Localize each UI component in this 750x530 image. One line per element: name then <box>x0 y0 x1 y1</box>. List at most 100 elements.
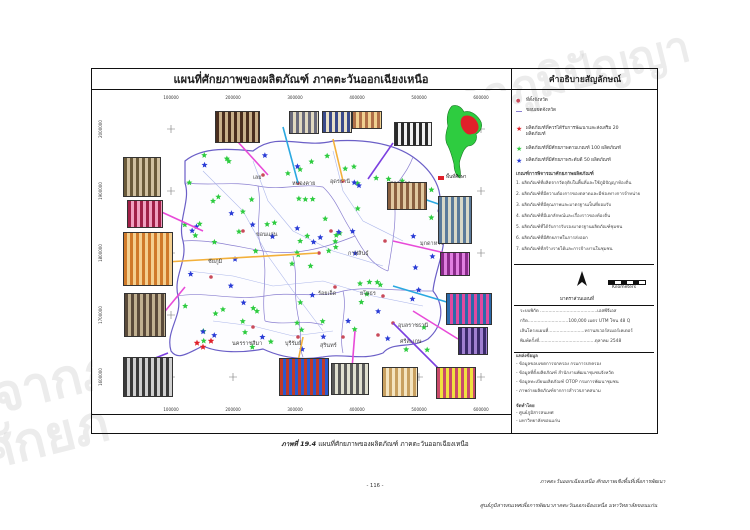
green-star <box>373 174 380 181</box>
legend-panel <box>511 90 658 434</box>
red-star <box>193 339 201 346</box>
green-star <box>253 308 260 314</box>
product-photo <box>438 196 472 244</box>
place-dot-icon: ● <box>516 98 521 104</box>
blue-star <box>269 233 276 240</box>
product-photo <box>127 200 163 228</box>
y-tick-label: 1600000 <box>98 368 103 386</box>
green-star <box>297 166 304 173</box>
green-star <box>181 221 188 228</box>
province-dot <box>261 173 265 177</box>
grid-cross <box>167 125 175 133</box>
blue-star <box>317 234 324 240</box>
grid-cross <box>167 311 175 319</box>
producer-item: - มหาวิทยาลัยขอนแก่น <box>516 419 561 424</box>
callout-line <box>392 322 444 374</box>
green-star <box>294 319 301 326</box>
green-star <box>420 324 427 330</box>
footer-series-title: ภาคตะวันออกเฉียงเหนือ ศักยภาพเชิงพื้นที่… <box>540 479 666 485</box>
producer-title: จัดทำโดย <box>516 404 535 409</box>
green-star <box>363 290 370 297</box>
blue-star <box>193 223 200 230</box>
place-label: หนองคาย <box>292 181 316 187</box>
product-photo <box>331 363 369 395</box>
callout-line <box>282 126 299 184</box>
callout-line <box>367 142 394 180</box>
green-star <box>297 237 304 244</box>
green-star <box>219 306 226 312</box>
source-item: - ข้อมูลขอบเขตการปกครอง กรมการปกครอง <box>516 362 602 367</box>
green-star <box>354 205 361 212</box>
legend-title: คำอธิบายสัญลักษณ์ <box>511 68 658 90</box>
green-star <box>350 163 357 170</box>
green-star <box>248 196 255 203</box>
blue-star <box>294 163 301 170</box>
product-photo <box>124 293 166 337</box>
criteria-item: 3. ผลิตภัณฑ์ที่มีคุณภาพและมาตรฐานเป็นที่… <box>516 203 612 208</box>
coordinate-ticks: 1000001000002000002000003000003000004000… <box>98 95 489 412</box>
source-item: - ข้อมูลที่ตั้งผลิตภัณฑ์ สำนักงานพัฒนาชุ… <box>516 371 614 376</box>
grid-cross <box>477 249 485 257</box>
criteria-item: 5. ผลิตภัณฑ์ที่ได้รับการรับรองมาตรฐานผลิ… <box>516 225 623 230</box>
grid-cross <box>477 373 485 381</box>
product-photo <box>394 122 432 146</box>
green-star <box>200 337 207 344</box>
blue-star <box>299 346 306 352</box>
x-tick-label: 500000 <box>411 95 427 100</box>
blue-star <box>294 225 301 231</box>
product-photo <box>436 367 476 399</box>
green-star <box>211 238 218 245</box>
green-star <box>289 260 295 267</box>
green-star <box>252 247 259 254</box>
x-tick-label: 600000 <box>473 407 489 412</box>
place-label: นครราชสีมา <box>232 341 263 347</box>
source-item: - ภาพถ่ายผลิตภัณฑ์จากการสำรวจภาคสนาม <box>516 389 601 394</box>
north-arrow-icon <box>577 271 587 286</box>
inset-caption: พื้นที่ศึกษา <box>438 174 467 181</box>
legend-item-label: ผลิตภัณฑ์ที่มีศักยภาพตามเกณฑ์ 100 ผลิตภั… <box>526 146 621 151</box>
place-label: ขอนแก่น <box>256 232 278 238</box>
callout-line <box>154 208 204 232</box>
bottom-strip <box>91 414 511 434</box>
scale-caption: มาตราส่วนแผนที่ <box>560 297 594 302</box>
green-star <box>333 232 340 238</box>
criteria-title: เกณฑ์การพิจารณาศักยภาพผลิตภัณฑ์ <box>516 172 594 177</box>
green-star <box>210 197 217 204</box>
x-tick-label: 400000 <box>349 95 365 100</box>
callout-line <box>392 240 446 254</box>
green-star <box>295 195 302 202</box>
boundary-line-icon <box>516 111 522 112</box>
green-star <box>196 220 203 227</box>
green-star <box>284 170 291 176</box>
place-label: ร้อยเอ็ด <box>318 291 337 297</box>
blue-star <box>240 299 247 306</box>
red-star-icon: ★ <box>516 125 523 133</box>
green-star <box>223 155 230 162</box>
blue-star <box>261 152 268 158</box>
green-star <box>212 310 219 317</box>
place-label: ยโสธร <box>360 291 376 297</box>
green-star <box>304 232 311 239</box>
callout-lines <box>134 126 459 387</box>
province-dot <box>317 251 321 255</box>
green-star <box>399 177 406 184</box>
product-photo <box>123 357 173 397</box>
product-photo <box>123 232 173 286</box>
green-star <box>319 318 326 324</box>
red-star <box>199 343 207 350</box>
green-star <box>264 221 271 227</box>
place-label: สุรินทร์ <box>320 343 337 349</box>
grid-cross <box>167 187 175 195</box>
province-dot <box>381 294 385 298</box>
red-star <box>207 337 215 344</box>
green-star <box>309 196 316 202</box>
green-star <box>357 280 364 287</box>
green-star <box>324 152 331 159</box>
blue-star <box>356 182 362 189</box>
province-dot <box>341 335 345 339</box>
province-dot <box>296 335 300 339</box>
product-photo <box>382 367 418 397</box>
place-label: มุกดาหาร <box>420 241 444 247</box>
green-star <box>239 318 246 324</box>
blue-star <box>200 328 207 335</box>
